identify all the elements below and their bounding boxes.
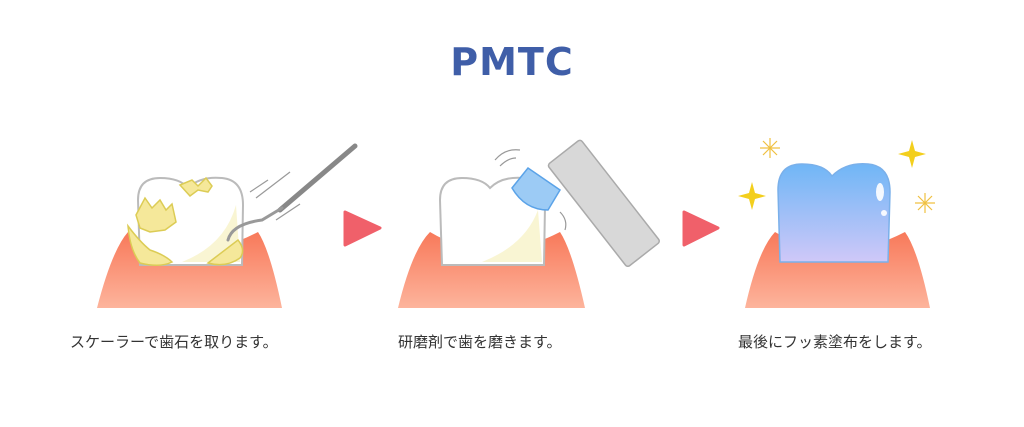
step-3-caption: 最後にフッ素塗布をします。 — [738, 333, 932, 351]
tartar — [135, 196, 177, 233]
sparkle-icon — [915, 193, 935, 213]
sparkle-icon — [760, 138, 780, 158]
arrow-icon — [343, 210, 382, 247]
tartar — [127, 223, 174, 266]
tooth — [777, 163, 891, 263]
step-1-caption: スケーラーで歯石を取ります。 — [70, 333, 278, 351]
page-title: PMTC — [450, 40, 574, 84]
step-2-caption: 研磨剤で歯を磨きます。 — [398, 333, 562, 351]
scaler-icon — [277, 143, 358, 213]
polishing-tooth-illustration — [398, 139, 660, 308]
sparkle-icon — [738, 182, 766, 210]
handpiece-icon — [547, 139, 660, 268]
tartar — [178, 176, 213, 198]
fluoride-tooth-illustration — [738, 138, 935, 308]
tartar — [206, 238, 244, 266]
arrow-icon — [682, 210, 720, 247]
polishing-cup — [511, 166, 562, 211]
scaler-tooth-illustration — [97, 143, 358, 308]
sparkle-icon — [898, 140, 926, 168]
